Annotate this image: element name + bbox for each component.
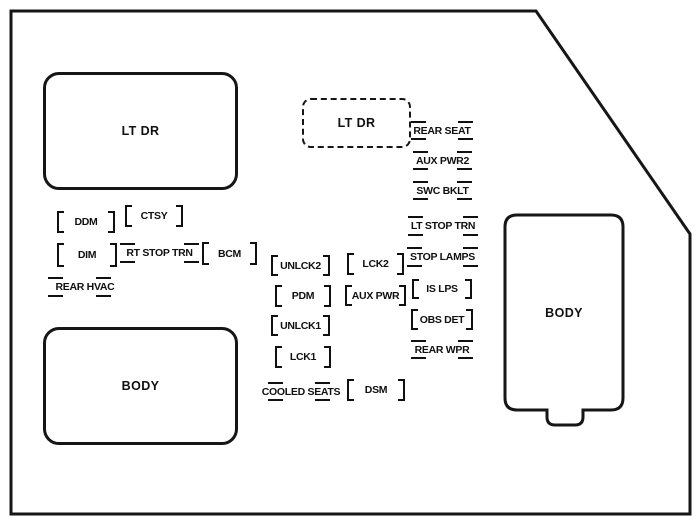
fuse-lt-stop-trn: LT STOP TRN — [407, 216, 479, 236]
connector-body-left-label: BODY — [121, 379, 160, 393]
fuse-rear-hvac: REAR HVAC — [47, 277, 123, 297]
fuse-stop-lamps: STOP LAMPS — [406, 247, 479, 267]
connector-lt-dr-ghost-label: LT DR — [337, 116, 376, 130]
connector-body-right-outline — [503, 213, 625, 427]
connector-lt-dr-label: LT DR — [121, 124, 160, 138]
fuse-rear-seat: REAR SEAT — [410, 121, 474, 140]
fuse-dim: DIM — [57, 243, 117, 267]
panel-edge — [9, 9, 692, 516]
fuse-dsm: DSM — [347, 379, 405, 401]
fuse-obs-det: OBS DET — [411, 309, 473, 330]
fuse-ctsy: CTSY — [125, 205, 183, 227]
fuse-rt-stop-trn: RT STOP TRN — [119, 243, 200, 263]
fuse-lck2: LCK2 — [347, 253, 404, 275]
fuse-swc-bklt: SWC BKLT — [412, 181, 473, 200]
fuse-aux-pwr: AUX PWR — [345, 285, 406, 306]
connector-lt-dr-ghost: LT DR — [302, 98, 411, 148]
connector-body-right-label: BODY — [545, 305, 583, 320]
fuse-is-lps: IS LPS — [412, 279, 472, 299]
connector-body-left: BODY — [43, 327, 238, 445]
fuse-lck1: LCK1 — [275, 346, 331, 368]
connector-lt-dr: LT DR — [43, 72, 238, 190]
fuse-bcm: BCM — [202, 242, 257, 265]
fuse-aux-pwr2: AUX PWR2 — [412, 151, 473, 170]
fuse-rear-wpr: REAR WPR — [410, 340, 474, 359]
fuse-unlck1: UNLCK1 — [271, 315, 330, 336]
fuse-pdm: PDM — [275, 285, 331, 307]
fuse-ddm: DDM — [57, 211, 115, 233]
fuse-unlck2: UNLCK2 — [271, 255, 330, 276]
fuse-cooled-seats: COOLED SEATS — [259, 382, 343, 401]
connector-body-right: BODY — [505, 215, 623, 410]
